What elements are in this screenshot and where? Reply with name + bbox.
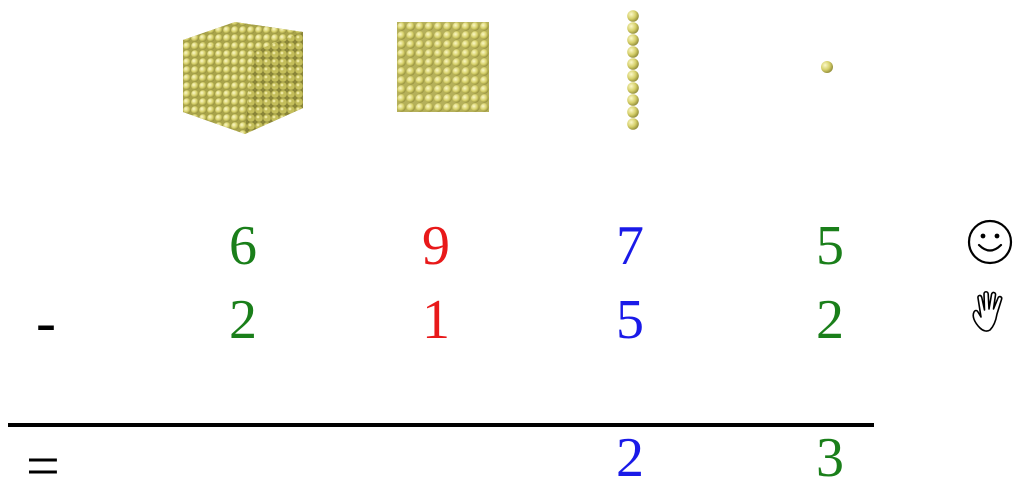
hundred-flat-icon bbox=[397, 22, 489, 112]
subtrahend-thousands-digit: 2 bbox=[213, 292, 273, 348]
smiley-face-icon bbox=[966, 218, 1014, 266]
thousand-cube-icon bbox=[183, 10, 303, 135]
minuend-thousands-digit: 6 bbox=[213, 218, 273, 274]
equals-sign: = bbox=[26, 436, 60, 496]
sum-rule-line bbox=[8, 423, 874, 427]
unit-bead-icon bbox=[820, 60, 834, 74]
minuend-ones-digit: 5 bbox=[800, 218, 860, 274]
subtrahend-tens-digit: 5 bbox=[600, 292, 660, 348]
hand-icon bbox=[966, 288, 1014, 336]
minuend-hundreds-digit: 9 bbox=[406, 218, 466, 274]
minus-sign: - bbox=[36, 292, 56, 352]
ten-rod-icon bbox=[626, 10, 640, 130]
subtrahend-ones-digit: 2 bbox=[800, 292, 860, 348]
minuend-tens-digit: 7 bbox=[600, 218, 660, 274]
difference-tens-digit: 2 bbox=[600, 430, 660, 486]
difference-ones-digit: 3 bbox=[800, 430, 860, 486]
subtrahend-hundreds-digit: 1 bbox=[406, 292, 466, 348]
